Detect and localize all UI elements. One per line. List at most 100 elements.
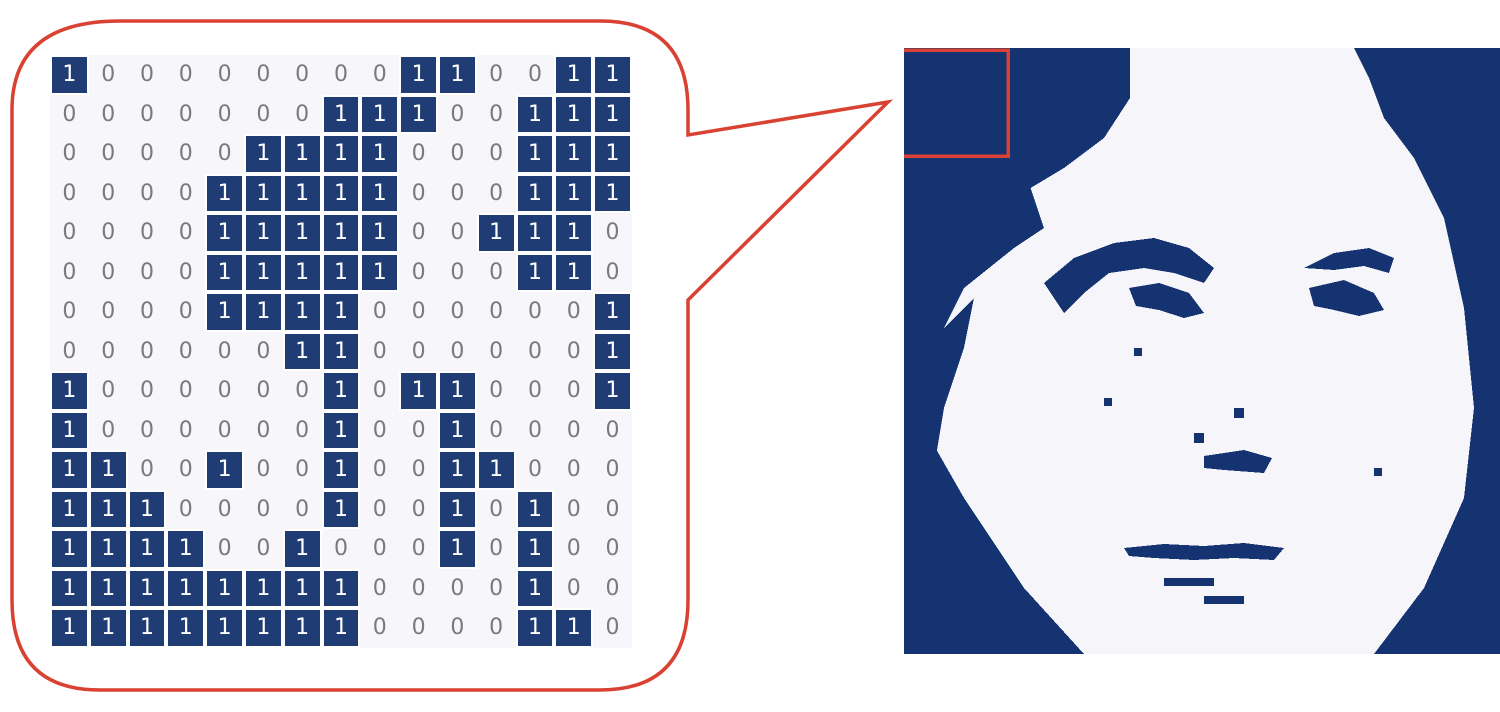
matrix-cell: 1 [593,94,632,134]
matrix-cell: 1 [127,568,167,608]
matrix-cell: 0 [127,94,167,134]
matrix-cell: 0 [476,331,516,371]
matrix-cell: 1 [321,489,361,529]
matrix-cell: 0 [476,568,516,608]
matrix-cell: 0 [437,568,477,608]
matrix-cell: 1 [593,134,632,174]
matrix-cell: 0 [282,489,322,529]
matrix-cell: 1 [360,134,400,174]
matrix-cell: 0 [554,489,594,529]
matrix-cell: 1 [282,213,322,253]
matrix-cell: 1 [243,213,283,253]
matrix-cell: 0 [554,529,594,569]
matrix-cell: 1 [515,173,555,213]
matrix-cell: 1 [282,173,322,213]
matrix-cell: 0 [205,94,244,134]
matrix-cell: 0 [360,568,400,608]
matrix-cell: 1 [437,489,477,529]
matrix-cell: 1 [399,94,438,134]
matrix-cell: 0 [360,608,400,648]
matrix-cell: 0 [243,331,283,371]
matrix-cell: 1 [50,450,89,490]
matrix-cell: 0 [399,252,438,292]
matrix-cell: 1 [399,371,438,411]
matrix-cell: 1 [554,173,594,213]
matrix-cell: 1 [282,568,322,608]
matrix-cell: 1 [321,568,361,608]
matrix-cell: 0 [166,450,206,490]
matrix-cell: 0 [282,371,322,411]
matrix-cell: 1 [321,331,361,371]
matrix-cell: 1 [321,450,361,490]
matrix-cell: 1 [593,292,632,332]
matrix-cell: 0 [243,371,283,411]
matrix-cell: 1 [243,568,283,608]
matrix-cell: 1 [593,55,632,95]
matrix-cell: 1 [321,134,361,174]
matrix-cell: 0 [360,489,400,529]
matrix-cell: 0 [243,529,283,569]
matrix-cell: 0 [205,331,244,371]
matrix-cell: 0 [476,173,516,213]
matrix-cell: 0 [205,55,244,95]
matrix-cell: 0 [515,450,555,490]
matrix-cell: 0 [205,529,244,569]
matrix-cell: 1 [282,529,322,569]
zoom-highlight-box [904,48,1010,158]
matrix-cell: 1 [243,292,283,332]
matrix-cell: 0 [476,292,516,332]
matrix-cell: 1 [88,450,128,490]
matrix-cell: 0 [515,410,555,450]
matrix-cell: 1 [476,213,516,253]
matrix-cell: 1 [360,173,400,213]
matrix-cell: 0 [515,371,555,411]
matrix-cell: 1 [282,134,322,174]
matrix-cell: 0 [399,331,438,371]
matrix-cell: 0 [166,331,206,371]
matrix-cell: 0 [127,410,167,450]
matrix-cell: 1 [205,292,244,332]
matrix-cell: 0 [399,489,438,529]
matrix-cell: 1 [515,252,555,292]
matrix-cell: 1 [50,608,89,648]
matrix-cell: 0 [476,608,516,648]
matrix-cell: 0 [360,410,400,450]
matrix-cell: 1 [282,608,322,648]
matrix-cell: 1 [205,450,244,490]
matrix-cell: 0 [554,331,594,371]
matrix-cell: 0 [515,55,555,95]
matrix-cell: 0 [88,55,128,95]
matrix-cell: 0 [593,252,632,292]
matrix-cell: 1 [321,292,361,332]
matrix-cell: 1 [554,94,594,134]
matrix-cell: 1 [243,252,283,292]
matrix-cell: 0 [399,292,438,332]
matrix-cell: 1 [593,331,632,371]
matrix-cell: 1 [399,55,438,95]
binary-face-bitmap [904,48,1500,654]
matrix-cell: 0 [88,371,128,411]
matrix-cell: 1 [127,529,167,569]
matrix-cell: 0 [50,213,89,253]
matrix-cell: 0 [437,94,477,134]
matrix-cell: 0 [399,213,438,253]
matrix-cell: 1 [50,489,89,529]
matrix-cell: 0 [166,410,206,450]
matrix-cell: 0 [437,134,477,174]
matrix-cell: 1 [437,529,477,569]
matrix-cell: 1 [554,252,594,292]
matrix-cell: 0 [437,331,477,371]
matrix-cell: 0 [321,55,361,95]
matrix-cell: 0 [205,489,244,529]
matrix-cell: 1 [321,608,361,648]
matrix-cell: 0 [243,410,283,450]
matrix-cell: 1 [243,173,283,213]
matrix-cell: 1 [205,252,244,292]
matrix-cell: 0 [88,213,128,253]
matrix-cell: 1 [282,252,322,292]
matrix-cell: 1 [515,134,555,174]
matrix-cell: 1 [554,55,594,95]
matrix-cell: 1 [205,213,244,253]
matrix-cell: 1 [360,213,400,253]
